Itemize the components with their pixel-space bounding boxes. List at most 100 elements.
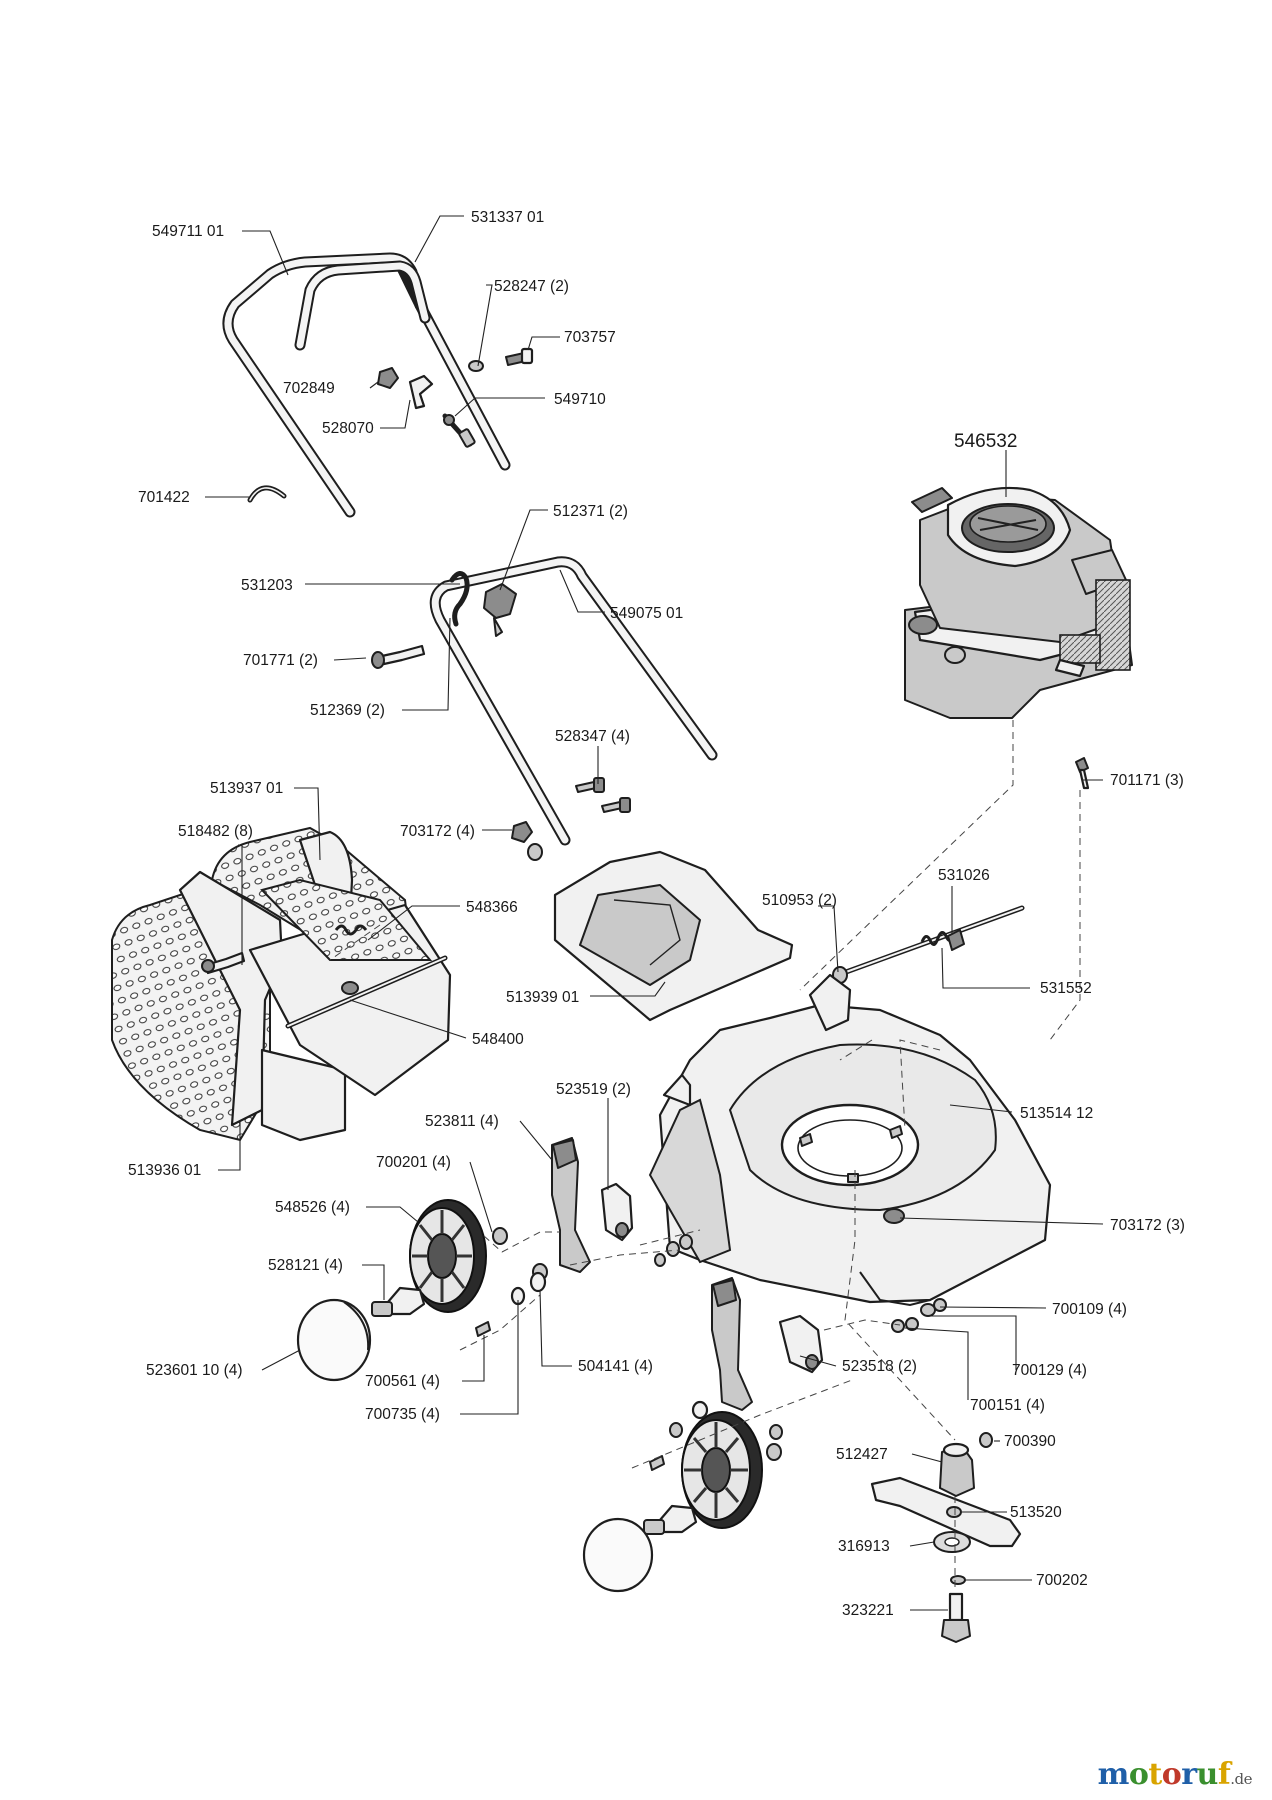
label-513514: 513514 12 xyxy=(1020,1105,1093,1122)
screw-701171 xyxy=(1075,757,1090,790)
label-703172a: 703172 (4) xyxy=(400,823,475,840)
spring-548400 xyxy=(334,924,368,995)
grass-bag-513936 xyxy=(111,870,347,1142)
deck-513514 xyxy=(648,973,1052,1307)
label-700109: 700109 (4) xyxy=(1052,1301,1127,1318)
label-513939: 513939 01 xyxy=(506,989,579,1006)
label-513520: 513520 xyxy=(1010,1504,1062,1521)
label-528247: 528247 (2) xyxy=(494,278,569,295)
hubcap-523601-front xyxy=(582,1517,654,1593)
label-523601: 523601 10 (4) xyxy=(146,1362,243,1379)
watermark-letter-6: u xyxy=(1196,1757,1219,1792)
handle-knob-512371 xyxy=(483,583,517,637)
watermark-letter-7: f xyxy=(1217,1757,1231,1792)
bracket-523518 xyxy=(778,1314,824,1374)
blade-513520 xyxy=(870,1476,1022,1548)
label-513937: 513937 01 xyxy=(210,780,283,797)
hub-bolt-528121 xyxy=(371,1286,426,1317)
label-703757: 703757 xyxy=(564,329,616,346)
label-700390: 700390 xyxy=(1004,1433,1056,1450)
wheel-548526-rear xyxy=(409,1199,487,1313)
clip-528070 xyxy=(408,374,434,410)
label-523519: 523519 (2) xyxy=(556,1081,631,1098)
label-504141: 504141 (4) xyxy=(578,1358,653,1375)
label-700561: 700561 (4) xyxy=(365,1373,440,1390)
bolt-323221 xyxy=(941,1592,971,1643)
label-700129: 700129 (4) xyxy=(1012,1362,1087,1379)
bolt-701771 xyxy=(371,644,426,669)
watermark-letter-1: m xyxy=(1097,1757,1130,1792)
label-518482: 518482 (8) xyxy=(178,823,253,840)
label-703172b: 703172 (3) xyxy=(1110,1217,1185,1234)
leader-lines xyxy=(205,215,1104,1611)
label-523811: 523811 (4) xyxy=(425,1113,499,1130)
hubcap-523601-rear xyxy=(296,1298,372,1382)
label-549075: 549075 01 xyxy=(610,605,683,622)
watermark-letter-4: o xyxy=(1161,1757,1182,1792)
label-549710: 549710 xyxy=(554,391,606,408)
label-512427: 512427 xyxy=(836,1446,888,1463)
washer-316913 xyxy=(933,1531,971,1553)
screw-518482 xyxy=(201,951,246,975)
cable-clip-531203 xyxy=(449,571,470,627)
label-510953: 510953 (2) xyxy=(762,892,837,909)
nut-700390 xyxy=(979,1432,993,1448)
nuts-703172-handle xyxy=(511,821,543,861)
height-adjuster-523811-front xyxy=(711,1277,753,1411)
label-548366: 548366 xyxy=(466,899,518,916)
label-700201: 700201 (4) xyxy=(376,1154,451,1171)
label-701422: 701422 xyxy=(138,489,190,506)
watermark-letter-3: t xyxy=(1148,1757,1162,1792)
label-528121: 528121 (4) xyxy=(268,1257,343,1274)
label-528347: 528347 (4) xyxy=(555,728,630,745)
label-528070: 528070 xyxy=(322,420,374,437)
washers-700201 xyxy=(492,1227,693,1281)
hub-bolt-528121-front xyxy=(643,1504,698,1535)
upper-handle-531337 xyxy=(294,260,511,471)
blade-adapter-512427 xyxy=(939,1442,975,1497)
wheel-548526-front xyxy=(681,1411,763,1529)
cable-549710 xyxy=(442,413,476,448)
bracket-523519-rear xyxy=(600,1182,634,1242)
label-700151: 700151 (4) xyxy=(970,1397,1045,1414)
watermark-suffix: .de xyxy=(1230,1770,1252,1788)
label-316913: 316913 xyxy=(838,1538,890,1555)
label-531026: 531026 xyxy=(938,867,990,884)
label-700735: 700735 (4) xyxy=(365,1406,440,1423)
height-adjuster-523811-rear xyxy=(551,1137,591,1273)
spacer-700561 xyxy=(475,1321,491,1337)
lower-handle-549075 xyxy=(429,556,718,846)
label-548526: 548526 (4) xyxy=(275,1199,350,1216)
watermark-logo: motoruf.de xyxy=(1097,1757,1253,1792)
rear-flap-513939 xyxy=(553,850,794,1022)
assembly-guidelines xyxy=(329,720,1081,1590)
watermark-letter-2: o xyxy=(1128,1757,1149,1792)
label-531337: 531337 01 xyxy=(471,209,544,226)
label-546532: 546532 xyxy=(954,431,1017,452)
ring-701422 xyxy=(247,485,287,503)
axle-531026 xyxy=(843,905,1025,975)
lockwasher-700202 xyxy=(950,1575,966,1585)
front-washers xyxy=(649,1400,783,1471)
label-701171: 701171 (3) xyxy=(1110,772,1184,789)
label-323221: 323221 xyxy=(842,1602,894,1619)
watermark-letter-5: r xyxy=(1181,1757,1197,1792)
label-700202: 700202 xyxy=(1036,1572,1088,1589)
label-702849: 702849 xyxy=(283,380,335,397)
label-549711: 549711 01 xyxy=(152,223,224,240)
label-512371: 512371 (2) xyxy=(553,503,628,520)
label-523518: 523518 (2) xyxy=(842,1358,917,1375)
handle-bolt-703757 xyxy=(468,347,534,372)
part-labels: 549711 01 531337 01 528247 (2) 703757 70… xyxy=(128,209,1185,1619)
washers-700129 xyxy=(891,1298,947,1333)
label-531203: 531203 xyxy=(241,577,293,594)
label-531552: 531552 xyxy=(1040,980,1092,997)
engine-546532 xyxy=(904,486,1133,719)
nut-702849 xyxy=(377,367,399,389)
label-513936: 513936 01 xyxy=(128,1162,201,1179)
label-512369: 512369 (2) xyxy=(310,702,385,719)
bolts-528347 xyxy=(575,777,631,813)
label-548400: 548400 xyxy=(472,1031,524,1048)
label-701771: 701771 (2) xyxy=(243,652,318,669)
